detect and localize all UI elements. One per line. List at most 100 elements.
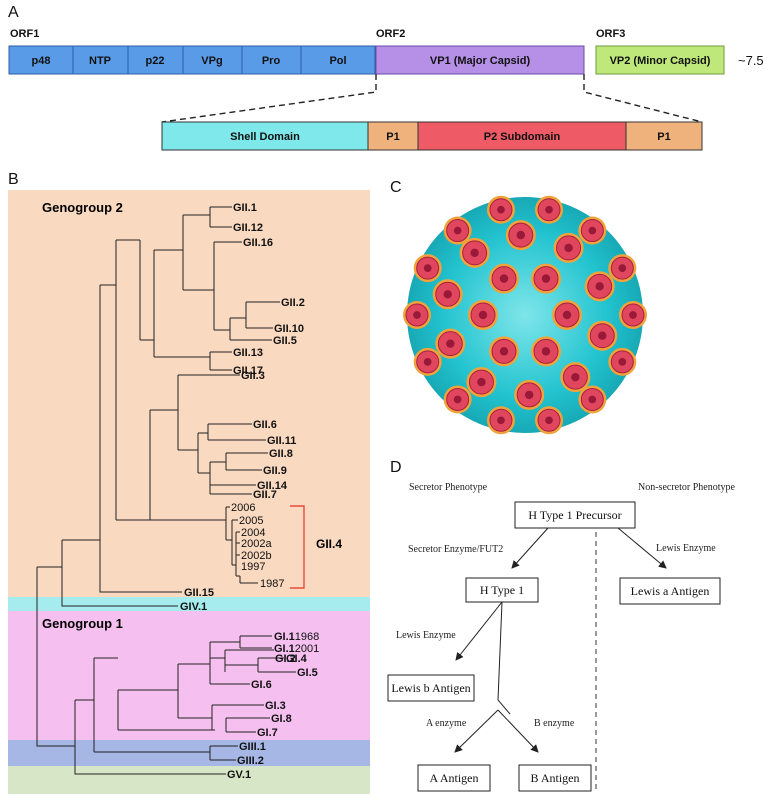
- capsomere-center: [562, 310, 572, 320]
- panel-c-label: C: [390, 179, 402, 196]
- leaf-gi7: GI.7: [257, 727, 278, 739]
- p1-domain-right: P1: [657, 131, 670, 143]
- leaf-gii3: GII.3: [241, 370, 265, 382]
- leaf-gi1-2001: GI.12001: [274, 643, 319, 655]
- gene-p48: p48: [32, 55, 51, 67]
- vp1-expansion-right: [583, 74, 703, 123]
- secretor-phenotype-label: Secretor Phenotype: [409, 482, 488, 493]
- leaf-giii2: GIII.2: [237, 755, 264, 767]
- leaf-gii10: GII.10: [274, 323, 304, 335]
- nonsecretor-phenotype-label: Non-secretor Phenotype: [638, 482, 735, 493]
- capsomere-center: [541, 274, 551, 283]
- capsomere-center: [545, 416, 553, 425]
- gii4-2002a: 2002a: [241, 538, 272, 550]
- vp1-gene: VP1 (Major Capsid): [375, 45, 585, 75]
- leaf-gii5: GII.5: [273, 335, 297, 347]
- orf3-label: ORF3: [596, 28, 625, 40]
- leaf-gi4: GI.4: [286, 653, 308, 665]
- capsomere-center: [453, 395, 462, 404]
- capsomere-center: [588, 226, 597, 235]
- leaf-gii17: GII.17: [233, 365, 263, 377]
- leaf-gi6: GI.6: [251, 679, 272, 691]
- capsomere-center: [571, 372, 580, 382]
- a-enzyme-label: A enzyme: [426, 718, 467, 729]
- capsomere-center: [598, 331, 607, 340]
- fut2-enzyme-label: Secretor Enzyme/FUT2: [408, 544, 503, 555]
- capsomere-center: [564, 243, 573, 253]
- gene-ntp: NTP: [89, 55, 111, 67]
- leaf-gii14: GII.14: [257, 480, 288, 492]
- svg-text:VP2 (Minor Capsid): VP2 (Minor Capsid): [610, 55, 711, 67]
- leaf-giii1: GIII.1: [239, 741, 266, 753]
- leaf-gv1: GV.1: [227, 769, 251, 781]
- lewis-enzyme-right-label: Lewis Enzyme: [656, 543, 716, 554]
- capsomere-center: [595, 282, 604, 291]
- b-antigen-box: B Antigen: [530, 771, 579, 785]
- gene-pro: Pro: [262, 55, 281, 67]
- gii4-2004: 2004: [241, 527, 265, 539]
- capsomere-center: [588, 395, 597, 404]
- capsomere-center: [478, 310, 488, 320]
- lewis-enzyme-left-label: Lewis Enzyme: [396, 630, 456, 641]
- shell-domain: Shell Domain: [230, 131, 300, 143]
- gii4-2006: 2006: [231, 502, 255, 514]
- capsomere-center: [497, 416, 505, 425]
- phylogenetic-tree: [36, 206, 296, 775]
- leaf-gii9: GII.9: [263, 465, 287, 477]
- capsomere-center: [629, 311, 637, 319]
- h-type1-box: H Type 1: [480, 583, 524, 597]
- leaf-gii1: GII.1: [233, 202, 257, 214]
- panel-b-label: B: [8, 171, 19, 188]
- leaf-gii16: GII.16: [243, 237, 273, 249]
- capsomere-center: [423, 264, 432, 272]
- capsomere-center: [446, 339, 455, 348]
- capsomere-center: [545, 205, 553, 214]
- gii4-2005: 2005: [239, 515, 263, 527]
- orf2-label: ORF2: [376, 28, 405, 40]
- capsomere-center: [413, 311, 421, 319]
- leaf-gii12: GII.12: [233, 222, 263, 234]
- b-enzyme-label: B enzyme: [534, 718, 575, 729]
- p2-subdomain: P2 Subdomain: [484, 131, 561, 143]
- leaf-gi1-1968: GI.11968: [274, 631, 319, 643]
- lewis-a-antigen-box: Lewis a Antigen: [631, 584, 710, 598]
- capsomere-center: [516, 230, 526, 240]
- leaf-gi3: GI.3: [265, 700, 286, 712]
- genome-length: ~7.5: [738, 53, 764, 68]
- vp2-gene: VP2 (Minor Capsid): [595, 45, 725, 75]
- p1-domain-left: P1: [386, 131, 399, 143]
- h-type1-precursor-box: H Type 1 Precursor: [528, 508, 621, 522]
- leaf-gii6: GII.6: [253, 419, 277, 431]
- panel-a-label: A: [8, 4, 19, 21]
- capsomere-center: [470, 248, 479, 258]
- gene-pol: Pol: [329, 55, 346, 67]
- capsomere-center: [477, 377, 486, 387]
- capsomere-center: [618, 264, 627, 272]
- gii4-label: GII.4: [316, 537, 342, 551]
- gene-p22: p22: [146, 55, 165, 67]
- leaf-gii15: GII.15: [184, 587, 214, 599]
- leaf-giv1: GIV.1: [180, 601, 207, 613]
- leaf-gii13: GII.13: [233, 347, 263, 359]
- vp1-domains: Shell Domain P1 P2 Subdomain P1: [161, 121, 703, 151]
- leaf-gii11: GII.11: [267, 435, 296, 447]
- genogroup-backgrounds: [8, 190, 370, 794]
- pathway-diagram: H Type 1 Precursor Secretor Enzyme/FUT2 …: [387, 501, 721, 792]
- capsomere-center: [499, 347, 509, 356]
- capsomere-center: [618, 358, 627, 366]
- genogroup-2-title: Genogroup 2: [42, 200, 123, 215]
- vp1-expansion-left: [161, 74, 377, 123]
- gii4-2002b: 2002b: [241, 550, 272, 562]
- leaf-gii7: GII.7: [253, 489, 277, 501]
- gene-vpg: VPg: [201, 55, 222, 67]
- gii4-bracket: [290, 505, 305, 589]
- leaf-gi2: GI.2: [275, 653, 296, 665]
- capsid-image: [403, 195, 647, 435]
- capsomere-center: [499, 274, 509, 283]
- panel-d-label: D: [390, 459, 402, 476]
- tree-labels: GII.1 GII.12 GII.16 GII.2 GII.10 GII.5 G…: [180, 202, 342, 781]
- a-antigen-box: A Antigen: [429, 771, 478, 785]
- capsomere-center: [453, 226, 462, 235]
- orf1-genes: p48 NTP p22 VPg Pro Pol: [8, 45, 376, 75]
- capsomere-center: [423, 358, 432, 366]
